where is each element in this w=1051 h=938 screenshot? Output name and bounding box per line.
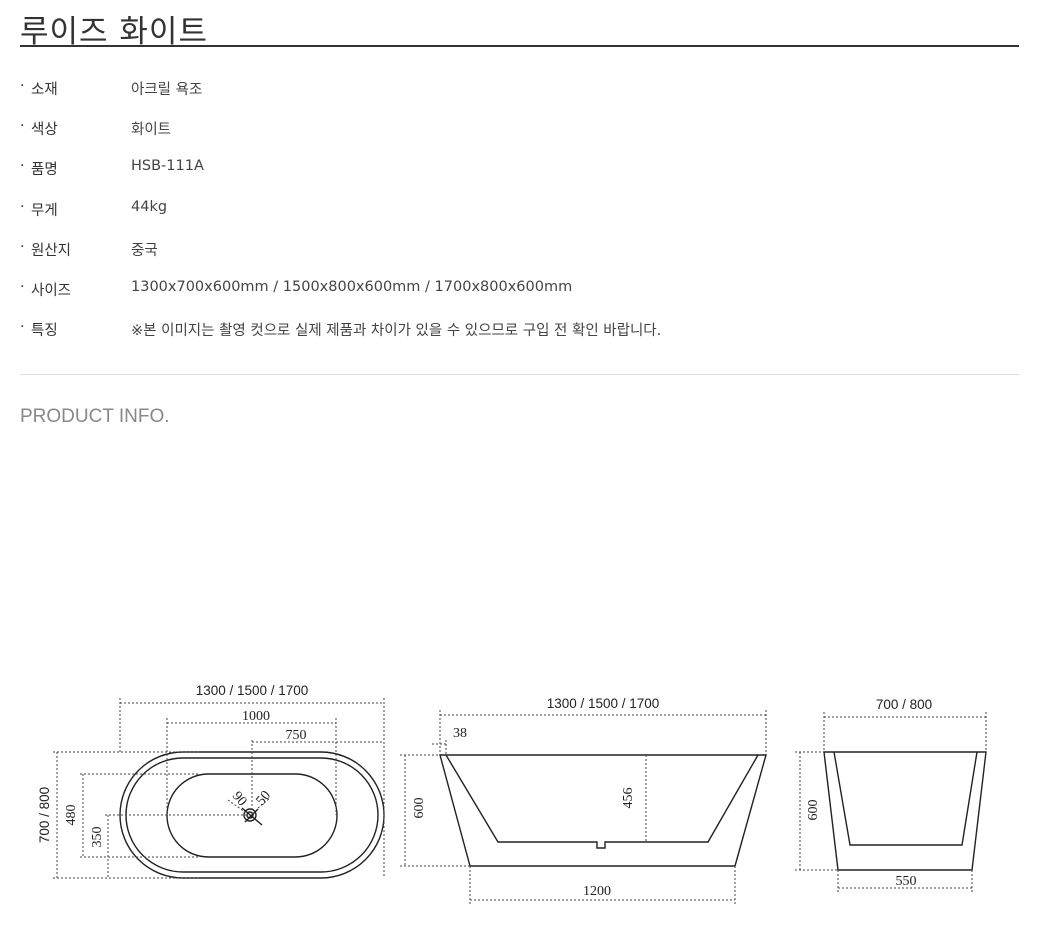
- spec-value: 중국: [131, 242, 158, 259]
- product-title: 루이즈 화이트: [20, 14, 208, 50]
- spec-value: HSB-111A: [131, 158, 204, 175]
- side-rim-label: 38: [453, 726, 467, 741]
- spec-value: 1300x700x600mm / 1500x800x600mm / 1700x8…: [131, 278, 573, 295]
- end-width-label: 700 / 800: [876, 697, 932, 712]
- spec-value: 44kg: [131, 198, 168, 215]
- spec-label: 색상: [31, 122, 58, 139]
- end-view: 700 / 800 600 550: [795, 697, 987, 893]
- spec-row-color: · 색상 화이트: [20, 118, 1019, 158]
- spec-row-size: · 사이즈 1300x700x600mm / 1500x800x600mm / 17…: [20, 279, 1019, 319]
- spec-label: 무게: [31, 202, 58, 219]
- side-inner: [445, 754, 759, 849]
- side-length-label: 1300 / 1500 / 1700: [547, 696, 660, 711]
- divider: [20, 374, 1019, 375]
- spec-row-weight: · 무게 44kg: [20, 199, 1019, 239]
- spec-label: 특징: [31, 323, 58, 340]
- end-inner: [833, 751, 978, 846]
- bullet: ·: [20, 118, 25, 135]
- spec-list: · 소재 아크릴 욕조 · 색상 화이트 · 품명 HSB-111A · 무게 44kg · 원산…: [20, 78, 1019, 359]
- bullet: ·: [20, 278, 25, 295]
- side-view: 1300 / 1500 / 1700 38 600 456 1200: [400, 696, 767, 905]
- spec-label: 사이즈: [31, 282, 72, 299]
- spec-row-material: · 소재 아크릴 욕조: [20, 78, 1019, 118]
- top-view: 1300 / 1500 / 1700 1000 750 700 / 800 48…: [37, 683, 385, 879]
- spec-label: 소재: [31, 82, 58, 98]
- spec-row-origin: · 원산지 중국: [20, 239, 1019, 279]
- end-height-label: 600: [806, 800, 821, 821]
- bullet: ·: [20, 158, 25, 175]
- end-bottom-width-label: 550: [896, 874, 917, 889]
- side-bottom-length-label: 1200: [583, 884, 611, 899]
- top-inner-width-label: 480: [64, 805, 79, 826]
- spec-value: 아크릴 욕조: [131, 82, 203, 98]
- spec-label: 원산지: [31, 242, 72, 259]
- end-outline: [823, 751, 987, 871]
- spec-value: 화이트: [131, 122, 172, 139]
- top-width-label: 700 / 800: [37, 787, 52, 843]
- title-underline: [20, 45, 1019, 47]
- spec-value: ※본 이미지는 촬영 컷으로 실제 제품과 차이가 있을 수 있으므로 구입 전…: [131, 323, 662, 340]
- bullet: ·: [20, 319, 25, 336]
- spec-row-feature: · 특징 ※본 이미지는 촬영 컷으로 실제 제품과 차이가 있을 수 있으므로 구…: [20, 319, 1019, 359]
- side-depth-label: 456: [621, 788, 636, 809]
- side-height-label: 600: [412, 798, 427, 819]
- drain-inner-dia-label: 50: [254, 788, 274, 808]
- side-outline: [439, 754, 767, 867]
- drain-icon: [241, 807, 263, 826]
- top-drain-offset-label: 750: [286, 728, 307, 743]
- spec-label: 품명: [31, 162, 58, 179]
- top-drain-side-label: 350: [90, 827, 105, 848]
- bullet: ·: [20, 238, 25, 255]
- top-length-label: 1300 / 1500 / 1700: [196, 683, 309, 698]
- drain-outer-dia-label: 90: [229, 789, 249, 809]
- spec-row-model: · 품명 HSB-111A: [20, 158, 1019, 198]
- section-title: PRODUCT INFO.: [20, 406, 170, 427]
- bullet: ·: [20, 198, 25, 215]
- top-inner-length-label: 1000: [242, 709, 270, 724]
- bullet: ·: [20, 78, 25, 94]
